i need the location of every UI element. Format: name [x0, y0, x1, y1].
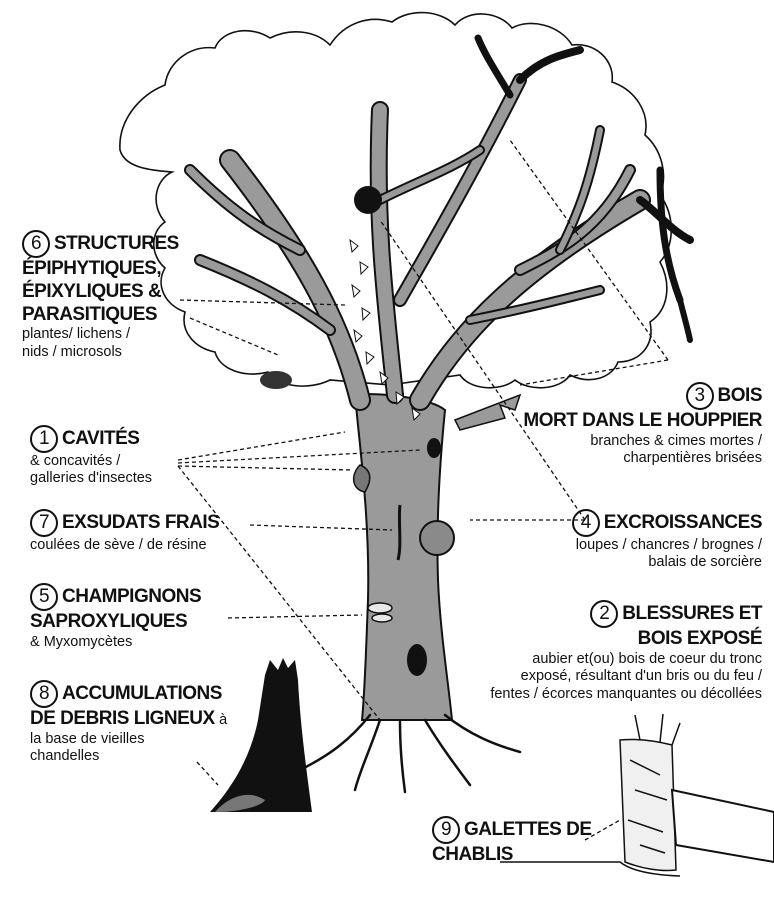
sub-line: balais de sorcière — [648, 554, 762, 571]
sub-line: fentes / écorces manquantes ou décollées — [490, 685, 762, 702]
number-badge: 3 — [685, 382, 714, 410]
sub-line: branches & cimes mortes / — [590, 432, 762, 449]
title-line: CHABLIS — [432, 844, 513, 865]
sub-line: chandelles — [30, 748, 100, 765]
burl — [419, 520, 455, 556]
title-suffix: à — [219, 712, 228, 728]
snag — [210, 658, 312, 812]
title-line: DE DEBRIS LIGNEUX — [30, 708, 215, 729]
title-line: ÉPIPHYTIQUES, — [22, 258, 162, 279]
broken-limb — [453, 393, 522, 431]
title-line: BLESSURES ET — [622, 603, 762, 625]
sub-line: exposé, résultant d'un bris ou du feu / — [520, 668, 762, 685]
roots — [298, 713, 522, 794]
title-line: BOIS EXPOSÉ — [637, 628, 763, 649]
number-badge: 8 — [30, 680, 58, 708]
title-line: EXCROISSANCES — [603, 512, 763, 534]
canopy-outline — [119, 11, 672, 389]
title-line: ACCUMULATIONS — [62, 683, 222, 705]
sub-line: plantes/ lichens / — [22, 326, 131, 343]
cavity — [427, 438, 441, 458]
exudate — [396, 504, 402, 561]
sub-line: galleries d'insectes — [30, 470, 153, 487]
branches — [184, 73, 651, 411]
title-line: STRUCTURES — [54, 233, 179, 255]
title-line: CHAMPIGNONS — [62, 586, 202, 608]
title-line: MORT DANS LE HOUPPIER — [523, 410, 762, 431]
fungus-bracket — [367, 602, 393, 614]
sub-line: charpentières brisées — [623, 450, 762, 467]
sub-line: la base de vieilles — [30, 730, 145, 747]
nest — [260, 371, 292, 389]
sub-line: aubier et(ou) bois de coeur du tronc — [532, 650, 762, 667]
fungus-bracket-2 — [371, 613, 393, 623]
concavity — [353, 464, 371, 493]
number-badge: 2 — [590, 600, 619, 628]
number-badge: 7 — [30, 509, 58, 537]
number-badge: 5 — [30, 583, 58, 611]
leaders — [177, 139, 669, 841]
title-line: PARASITIQUES — [22, 303, 158, 325]
debris-pile — [215, 794, 265, 812]
title-line: EXSUDATS FRAIS — [62, 512, 220, 534]
witches-broom — [354, 186, 382, 214]
title-line: CAVITÉS — [62, 428, 140, 450]
sub-line: coulées de sève / de résine — [30, 537, 207, 553]
title-line: ÉPIXYLIQUES & — [22, 280, 162, 302]
title-line: GALETTES DE — [464, 819, 592, 841]
title-line: BOIS — [717, 385, 763, 407]
sub-line: loupes / chancres / brognes / — [575, 537, 762, 553]
root-plate — [500, 713, 774, 877]
trunk — [353, 393, 454, 721]
number-badge: 9 — [432, 816, 460, 844]
cavity-low — [407, 644, 427, 676]
number-badge: 4 — [571, 509, 600, 537]
title-line: SAPROXYLIQUES — [30, 611, 188, 632]
ivy — [349, 238, 421, 422]
dead-branches — [474, 34, 694, 343]
number-badge: 1 — [30, 425, 58, 453]
sub-line: & concavités / — [30, 453, 121, 469]
sub-line: nids / microsols — [22, 343, 122, 360]
sub-line: & Myxomycètes — [30, 633, 133, 650]
number-badge: 6 — [22, 230, 50, 258]
